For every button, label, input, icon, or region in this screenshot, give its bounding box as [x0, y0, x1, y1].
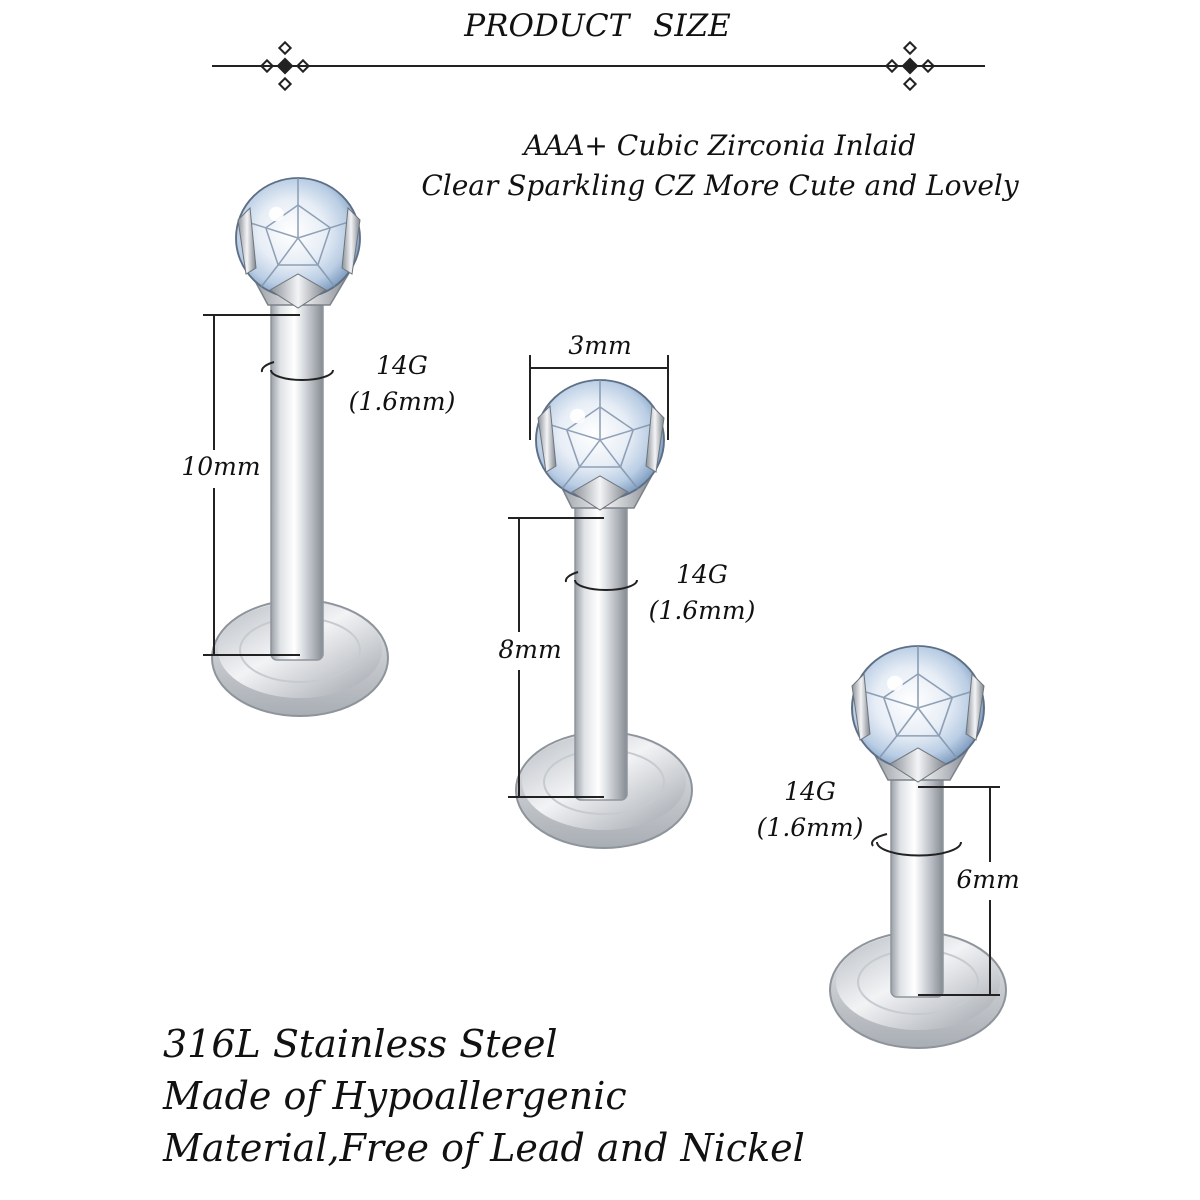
gauge-mm: (1.6mm)	[348, 387, 456, 416]
material-line-1: 316L Stainless Steel	[163, 1022, 558, 1066]
ornament-right-icon	[884, 40, 936, 92]
feature-headline-line-1: AAA+ Cubic Zirconia Inlaid	[523, 129, 917, 162]
stud-10mm	[176, 178, 388, 717]
material-line-3: Material,Free of Lead and Nickel	[163, 1126, 805, 1170]
material-description: 316L Stainless Steel Made of Hypoallerge…	[163, 1018, 805, 1174]
gauge-label-product-1: 14G (1.6mm)	[332, 348, 472, 420]
feature-headline-line-2: Clear Sparkling CZ More Cute and Lovely	[421, 169, 1019, 202]
gauge-size: 14G	[784, 777, 836, 806]
gauge-size: 14G	[376, 351, 428, 380]
length-label-8mm: 8mm	[498, 635, 562, 664]
gauge-mm: (1.6mm)	[756, 813, 864, 842]
gauge-label-product-2: 14G (1.6mm)	[632, 557, 772, 629]
stud-6mm	[830, 646, 1030, 1049]
gauge-label-product-3: 14G (1.6mm)	[740, 774, 880, 846]
page-title: PRODUCT SIZE	[464, 8, 731, 44]
header-divider	[212, 40, 985, 92]
length-label-6mm: 6mm	[956, 865, 1020, 894]
gauge-mm: (1.6mm)	[648, 596, 756, 625]
width-label-3mm: 3mm	[568, 331, 632, 360]
material-line-2: Made of Hypoallergenic	[163, 1074, 627, 1118]
stud-8mm	[490, 355, 692, 849]
gauge-size: 14G	[676, 560, 728, 589]
feature-headline: AAA+ Cubic Zirconia Inlaid Clear Sparkli…	[360, 126, 1080, 206]
length-label-10mm: 10mm	[181, 452, 261, 481]
